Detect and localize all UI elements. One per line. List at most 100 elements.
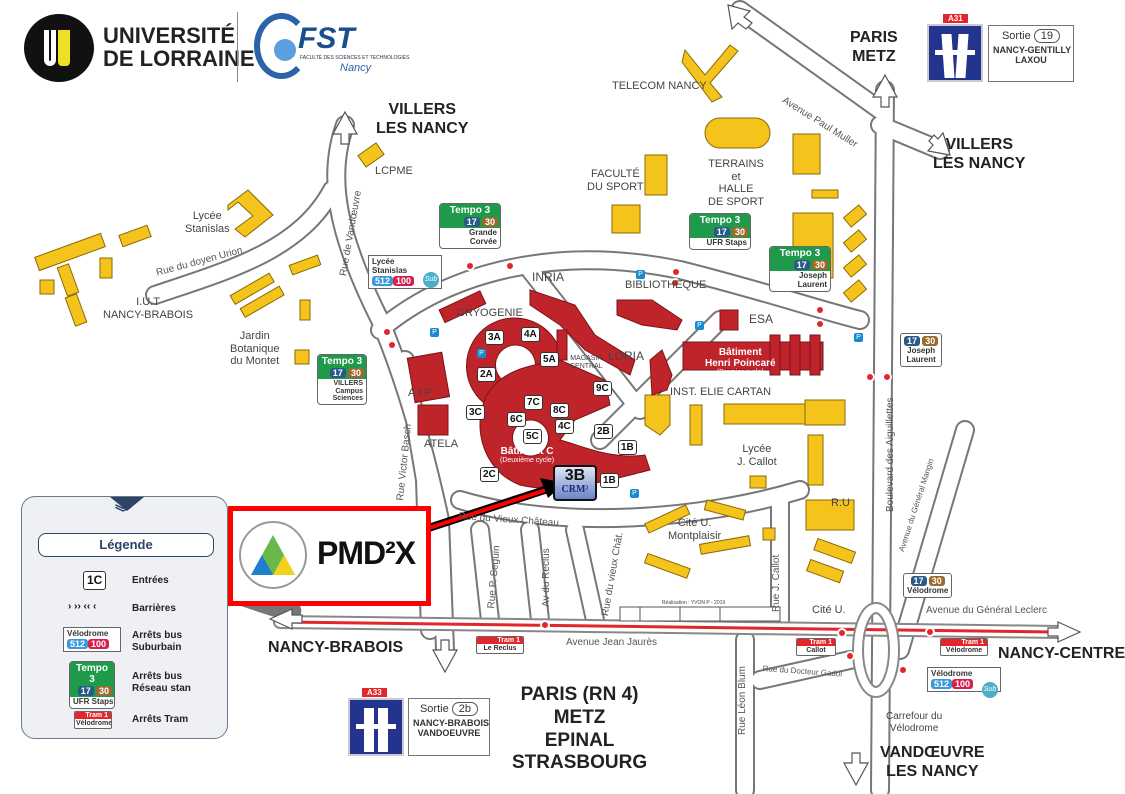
entrance-3c[interactable]: 3C	[466, 405, 485, 420]
legend-panel: ︾ Légende 1C Entrées › ›› ‹‹ ‹ Barrières…	[21, 496, 228, 739]
line-17-badge: 17	[793, 260, 810, 270]
label-iut: I.U.T NANCY-BRABOIS	[103, 296, 194, 321]
batiment-c-name: Bâtiment C	[500, 446, 554, 457]
stop-name: VILLERS Campus Sciences	[332, 380, 363, 403]
entrance-4a[interactable]: 4A	[521, 327, 540, 342]
direction-south: PARIS (RN 4) METZ EPINAL STRASBOURG	[512, 684, 648, 774]
pmd2x-logo-text: PMD²X	[317, 535, 416, 571]
entrance-2c[interactable]: 2C	[480, 467, 499, 482]
entrance-6c[interactable]: 6C	[507, 412, 526, 427]
direction-villers-right: VILLERS LES NANCY	[933, 136, 1026, 173]
entrance-2a[interactable]: 2A	[477, 367, 496, 382]
sortie-number: 2b	[451, 702, 479, 716]
line-17-badge: 17	[329, 368, 346, 378]
parking-icon: P	[636, 270, 645, 279]
entrance-2b[interactable]: 2B	[594, 424, 613, 439]
entrance-5a[interactable]: 5A	[540, 352, 559, 367]
motorway-icon	[927, 24, 983, 82]
line-17-badge: 17	[904, 336, 921, 346]
crm-code: 3B	[564, 467, 586, 484]
tram-line-label: Tram 1	[941, 639, 987, 646]
direction-villers-top: VILLERS LES NANCY	[376, 101, 469, 138]
line-512-badge: 512	[931, 678, 953, 689]
line-30-badge: 30	[347, 368, 364, 378]
parking-icon: P	[630, 489, 639, 498]
parking-icon: P	[695, 321, 704, 330]
motorway-a33-tag: A33	[362, 688, 387, 697]
sortie-label: Sortie	[1001, 30, 1031, 42]
label-inria: INRIA	[532, 270, 565, 284]
label-aip: A.I.P	[408, 387, 432, 399]
university-line1: UNIVERSITÉ	[103, 23, 236, 48]
stop-name: Joseph Laurent	[797, 271, 827, 289]
fst-city: Nancy	[340, 62, 372, 74]
parking-icon: P	[430, 328, 439, 337]
direction-nancy-centre: NANCY-CENTRE	[998, 645, 1125, 662]
sortie-number: 19	[1033, 29, 1061, 43]
stop-line-title: Tempo 3	[318, 355, 366, 367]
stop-dots	[382, 261, 935, 675]
direction-vandoeuvre: VANDŒUVRE LES NANCY	[880, 744, 985, 781]
street-leclerc: Avenue du Général Leclerc	[926, 605, 1048, 616]
legend-title: Légende	[38, 533, 214, 557]
entrance-1b-lower[interactable]: 1B	[600, 473, 619, 488]
sortie-destination: NANCY-BRABOIS VANDOEUVRE	[413, 718, 490, 738]
stop-line-title: Tempo 3	[70, 662, 114, 685]
sortie-destination: NANCY-GENTILLY LAXOU	[993, 45, 1072, 65]
tram-train	[619, 606, 781, 622]
logo-divider	[237, 12, 238, 82]
street-callot: Rue J. Callot	[771, 554, 782, 612]
label-batiment-c: Bâtiment C(Deuxième cycle)	[500, 446, 554, 465]
entrance-8c[interactable]: 8C	[550, 403, 569, 418]
entrance-5c[interactable]: 5C	[523, 429, 542, 444]
label-telecom-nancy: TELECOM NANCY	[612, 80, 707, 92]
fst-title: FST	[298, 22, 355, 55]
parking-icon: P	[477, 349, 486, 358]
label-jardin: Jardin Botanique du Montet	[230, 330, 280, 368]
sortie-label: Sortie	[419, 703, 449, 715]
motorway-icon	[348, 698, 404, 756]
entrance-9c[interactable]: 9C	[593, 381, 612, 396]
line-17-badge: 17	[77, 686, 94, 696]
entrance-4c[interactable]: 4C	[555, 419, 574, 434]
label-poincare: Bâtiment Henri Poincaré(Premier cycle)	[705, 347, 776, 377]
university-line2: DE LORRAINE	[103, 46, 255, 72]
entrance-7c[interactable]: 7C	[524, 395, 543, 410]
entrance-1b-upper[interactable]: 1B	[618, 440, 637, 455]
stop-name: UFR Staps	[706, 238, 747, 247]
line-100-badge: 100	[393, 275, 415, 286]
stop-line-title: Tempo 3	[690, 214, 750, 226]
poincare-name: Bâtiment Henri Poincaré	[705, 347, 776, 369]
label-elie-cartan: INST. ELIE CARTAN	[670, 386, 772, 398]
label-cite-montplaisir: Cité U. Montplaisir	[668, 517, 722, 542]
direction-arrows	[268, 4, 1082, 787]
legend-barrier-icon: › ›› ‹‹ ‹	[68, 601, 97, 612]
pmd2x-highlight-box: PMD²X	[228, 506, 431, 606]
pmd2x-pyramid-icon	[239, 521, 307, 589]
label-faculte-sport: FACULTÉ DU SPORT	[587, 168, 644, 193]
line-512-badge: 512	[372, 275, 394, 286]
entrance-3a[interactable]: 3A	[485, 330, 504, 345]
direction-nancy-brabois: NANCY-BRABOIS	[268, 639, 404, 656]
label-lycee-callot: Lycée J. Callot	[737, 443, 777, 468]
legend-entrance-example: 1C	[83, 571, 107, 590]
map-credit: Réalisation : YVON P - 2019	[662, 600, 726, 606]
legend-chevron-icon	[110, 497, 144, 511]
direction-paris-metz: PARIS METZ	[850, 29, 898, 66]
sub-brand-icon: Sub	[982, 682, 998, 698]
